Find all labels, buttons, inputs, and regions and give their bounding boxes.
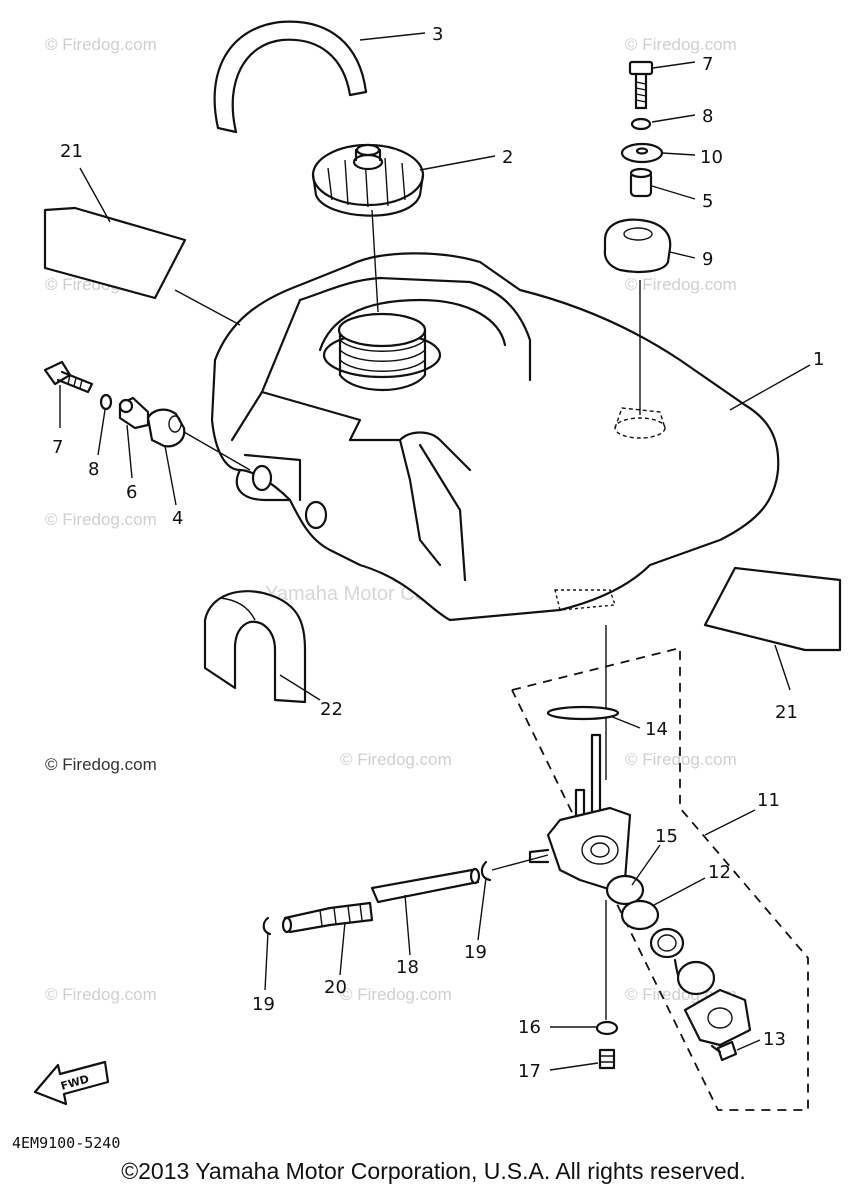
assembly-11-boundary [511,646,809,1111]
watermark: © Firedog.com [45,35,157,54]
callout-13: 13 [763,1029,786,1050]
callout-8: 8 [702,106,713,127]
callout-6: 6 [126,482,137,503]
callout-19: 19 [464,942,487,963]
part-3-hose [213,20,368,134]
part-21-sticker-left [43,206,187,300]
callout-17: 17 [518,1061,541,1082]
callout-15: 15 [655,826,678,847]
callout-3: 3 [432,24,443,45]
callout-21: 21 [775,702,798,723]
part-11-fuel-cock [528,733,752,1062]
callout-1: 1 [813,349,824,370]
leader-1 [729,364,811,411]
part-1-fuel-tank [210,252,780,622]
callout-10: 10 [700,147,723,168]
callout-11: 11 [757,790,780,811]
callout-7: 7 [702,54,713,75]
callout-8: 8 [88,459,99,480]
watermark: © Firedog.com [625,35,737,54]
watermark: © Firedog.com [45,510,157,529]
callout-9: 9 [702,249,713,270]
watermark: © Firedog.com [625,750,737,769]
callout-21: 21 [60,141,83,162]
part-21-sticker-right [703,566,842,652]
part-stack-top-right [603,60,672,273]
callout-18: 18 [396,957,419,978]
callouts: 3 2 7 8 10 5 9 1 21 7 8 6 4 22 21 14 11 … [52,24,824,1082]
callout-20: 20 [324,977,347,998]
fwd-arrow: FWD [33,1060,110,1106]
callout-7: 7 [52,437,63,458]
callout-16: 16 [518,1017,541,1038]
leaders [59,32,791,1071]
part-16-17 [595,1020,619,1070]
callout-14: 14 [645,719,668,740]
callout-12: 12 [708,862,731,883]
diagram-code: 4EM9100-5240 [12,1134,120,1152]
watermark: © Firedog.com [340,985,452,1004]
part-22-u-hose [203,590,307,704]
watermark: © Firedog.com [625,275,737,294]
callout-5: 5 [702,191,713,212]
callout-4: 4 [172,508,183,529]
watermark: © Firedog.com [340,750,452,769]
part-14-gasket [546,705,620,721]
centerline-cap [371,209,379,313]
watermark: © Firedog.com [45,755,157,774]
callout-22: 22 [320,699,343,720]
callout-2: 2 [502,147,513,168]
part-left-fasteners [43,360,251,471]
part-hoses [262,854,549,936]
copyright-footer: ©2013 Yamaha Motor Corporation, U.S.A. A… [121,1158,746,1184]
callout-19: 19 [252,994,275,1015]
part-2-fuel-cap [311,143,425,217]
watermark: © Firedog.com [45,985,157,1004]
